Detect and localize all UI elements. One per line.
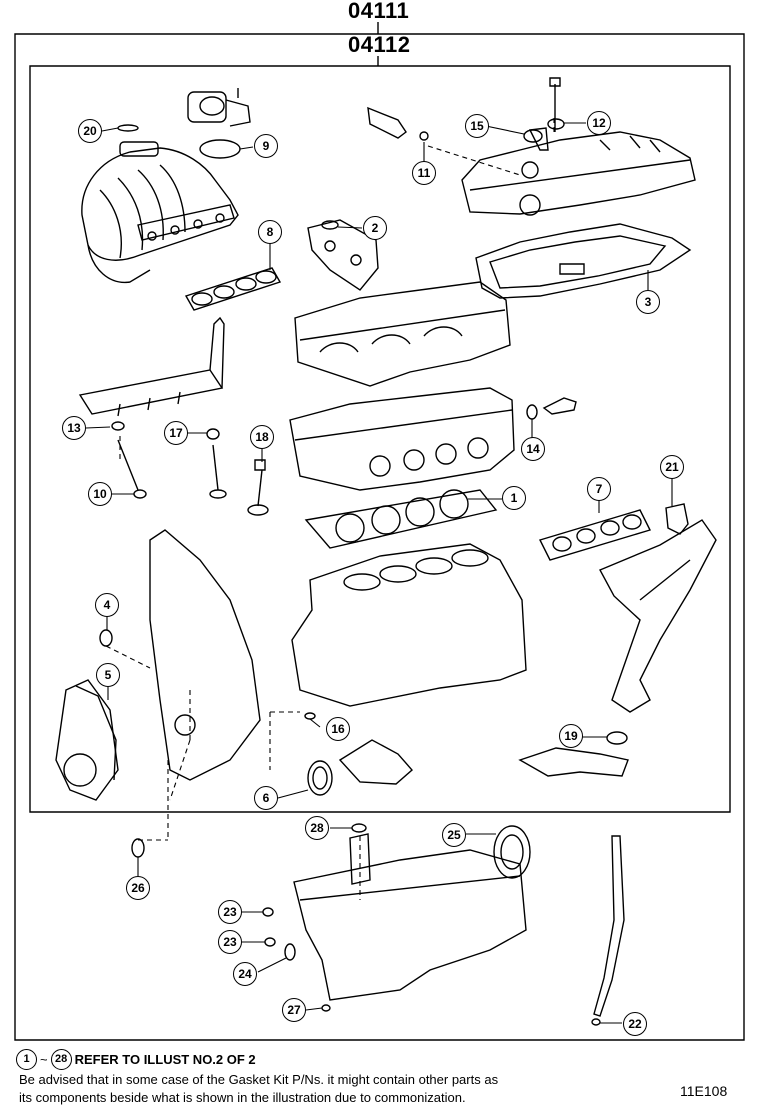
- head-cover-gasket-3-drawing: [476, 224, 690, 298]
- gasket-ring-20: [118, 125, 138, 131]
- timing-cover-drawing: [150, 530, 260, 780]
- callout-6[interactable]: 6: [254, 786, 278, 810]
- callout-12[interactable]: 12: [587, 111, 611, 135]
- callout-10[interactable]: 10: [88, 482, 112, 506]
- inner-kit-code: 04112: [348, 32, 411, 57]
- gasket-16: [305, 713, 315, 719]
- exhaust-pipe-drawing: [520, 748, 628, 776]
- intake-gasket-8-drawing: [186, 268, 280, 310]
- callout-3[interactable]: 3: [636, 290, 660, 314]
- outer-kit-code: 04111: [348, 0, 410, 23]
- callout-15[interactable]: 15: [465, 114, 489, 138]
- bearing-cap-drawing: [308, 220, 378, 290]
- callout-1[interactable]: 1: [502, 486, 526, 510]
- throttle-body-drawing: [188, 88, 250, 126]
- figure-id: 11E108: [680, 1083, 728, 1099]
- intake-manifold-drawing: [82, 142, 238, 282]
- alignment-dashes: [106, 118, 554, 900]
- gasket-ring-9: [200, 140, 240, 158]
- callout-25[interactable]: 25: [442, 823, 466, 847]
- callout-21[interactable]: 21: [660, 455, 684, 479]
- ref-text: REFER TO ILLUST NO.2 OF 2: [74, 1051, 256, 1067]
- temp-sensor-drawing: [544, 398, 576, 414]
- seal-14: [527, 405, 537, 419]
- callout-24[interactable]: 24: [233, 962, 257, 986]
- water-pump-drawing: [56, 680, 118, 800]
- ref-start-callout: 1: [16, 1048, 37, 1070]
- callout-28[interactable]: 28: [305, 816, 329, 840]
- callout-16[interactable]: 16: [326, 717, 350, 741]
- cylinder-head-cover-drawing: [462, 78, 695, 215]
- callout-5[interactable]: 5: [96, 663, 120, 687]
- ring-24: [285, 944, 295, 960]
- callout-11[interactable]: 11: [412, 161, 436, 185]
- cylinder-block-drawing: [292, 544, 526, 706]
- callout-14[interactable]: 14: [521, 437, 545, 461]
- cylinder-head-drawing: [290, 388, 514, 490]
- valve-drawings: [118, 440, 268, 515]
- seal-10: [134, 490, 146, 498]
- leader-lines: [86, 123, 672, 1023]
- callout-26[interactable]: 26: [126, 876, 150, 900]
- ring-22: [592, 1019, 600, 1025]
- callout-20[interactable]: 20: [78, 119, 102, 143]
- reference-note: 1 ~ 28 REFER TO ILLUST NO.2 OF 2: [16, 1047, 256, 1071]
- ring-27: [322, 1005, 330, 1011]
- water-outlet-drawing: [340, 740, 412, 784]
- seal-13: [112, 422, 124, 430]
- exhaust-gasket-7-drawing: [540, 510, 650, 560]
- callout-27[interactable]: 27: [282, 998, 306, 1022]
- fuel-rail-drawing: [80, 318, 224, 416]
- oil-strainer-drawing: [350, 834, 370, 884]
- callout-19[interactable]: 19: [559, 724, 583, 748]
- callout-23a[interactable]: 23: [218, 900, 242, 924]
- outer-frame: [15, 34, 744, 1040]
- seal-15: [524, 130, 542, 142]
- note-line-2: its components beside what is shown in t…: [19, 1090, 466, 1105]
- ring-23b: [265, 938, 275, 946]
- seal-2: [322, 221, 338, 229]
- oil-control-valve-drawing: [368, 108, 428, 140]
- oil-seal-6: [308, 761, 332, 795]
- callout-2[interactable]: 2: [363, 216, 387, 240]
- callout-9[interactable]: 9: [254, 134, 278, 158]
- callout-7[interactable]: 7: [587, 477, 611, 501]
- head-gasket-1-drawing: [306, 490, 496, 548]
- seal-26: [132, 839, 144, 857]
- ref-separator: ~: [40, 1051, 48, 1067]
- callout-13[interactable]: 13: [62, 416, 86, 440]
- dipstick-drawing: [594, 836, 624, 1016]
- camshaft-housing-drawing: [295, 282, 510, 386]
- callout-22[interactable]: 22: [623, 1012, 647, 1036]
- gasket-21-drawing: [666, 504, 688, 534]
- gasket-5-drawing: [76, 686, 116, 780]
- gasket-19: [607, 732, 627, 744]
- callout-17[interactable]: 17: [164, 421, 188, 445]
- note-line-1: Be advised that in some case of the Gask…: [19, 1072, 499, 1087]
- inner-frame: [30, 66, 730, 812]
- exhaust-manifold-drawing: [600, 520, 716, 712]
- callout-23b[interactable]: 23: [218, 930, 242, 954]
- callout-4[interactable]: 4: [95, 593, 119, 617]
- seal-12: [548, 119, 564, 129]
- oil-pan-drawing: [294, 850, 526, 1000]
- oil-seal-25: [494, 826, 530, 878]
- seal-28: [352, 824, 366, 832]
- ref-end-callout: 28: [50, 1048, 72, 1070]
- seal-4: [100, 630, 112, 646]
- callout-18[interactable]: 18: [250, 425, 274, 449]
- seal-17: [207, 429, 219, 439]
- ring-23a: [263, 908, 273, 916]
- callout-8[interactable]: 8: [258, 220, 282, 244]
